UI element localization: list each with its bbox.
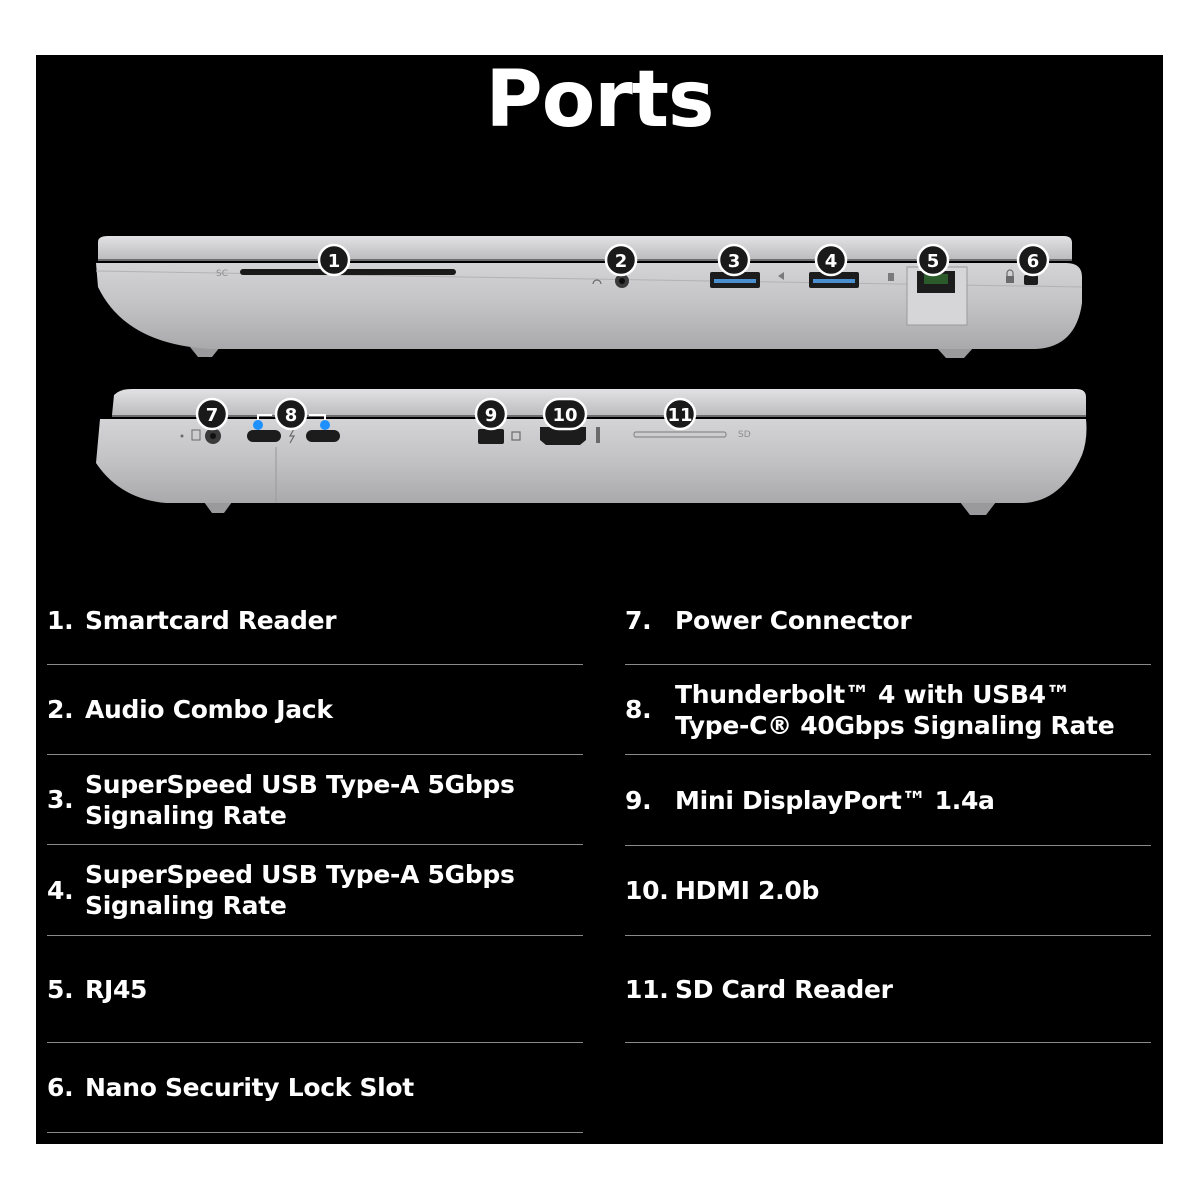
hdmi-port <box>540 427 586 445</box>
badge-11: 11 <box>663 397 697 431</box>
svg-text:9: 9 <box>485 405 498 426</box>
badge-2: 2 <box>604 243 638 277</box>
badge-6: 6 <box>1016 243 1050 277</box>
list-item: 10. HDMI 2.0b <box>625 846 1151 936</box>
item-number: 3. <box>47 785 74 814</box>
svg-text:4: 4 <box>825 251 838 272</box>
list-item: 2. Audio Combo Jack <box>47 665 583 755</box>
item-label: Nano Security Lock Slot <box>85 1073 414 1102</box>
item-label: Smartcard Reader <box>85 605 337 635</box>
network-icon <box>888 273 894 281</box>
item-label: Power Connector <box>675 605 912 635</box>
item-label: SuperSpeed USB Type-A 5Gbps Signaling Ra… <box>85 769 515 830</box>
thunderbolt-port <box>247 430 281 442</box>
svg-text:1: 1 <box>328 251 341 272</box>
svg-text:6: 6 <box>1027 251 1040 272</box>
item-number: 10. <box>625 876 669 905</box>
svg-text:2: 2 <box>615 251 628 272</box>
thunderbolt-port <box>306 430 340 442</box>
laptop-foot <box>204 502 232 513</box>
badge-9: 9 <box>474 397 508 431</box>
svg-text:8: 8 <box>285 405 298 426</box>
badge-4: 4 <box>814 243 848 277</box>
thunderbolt-indicator <box>320 420 330 430</box>
thunderbolt-indicator <box>253 420 263 430</box>
laptop-foot <box>960 502 996 515</box>
laptop-side-views: SC 1 <box>95 236 1087 515</box>
list-item: 7. Power Connector <box>625 576 1151 665</box>
power-icon <box>191 429 201 441</box>
laptop-foot <box>936 347 974 358</box>
item-number: 6. <box>47 1073 74 1102</box>
laptop-foot <box>190 347 220 357</box>
sd-slot <box>633 431 727 438</box>
displayport-icon <box>511 431 521 441</box>
svg-text:10: 10 <box>552 405 577 426</box>
item-label: Mini DisplayPort™ 1.4a <box>675 785 995 815</box>
laptop-base <box>96 419 1087 503</box>
item-number: 7. <box>625 605 652 635</box>
item-label: Thunderbolt™ 4 with USB4™ Type-C® 40Gbps… <box>675 679 1115 740</box>
list-item: 8. Thunderbolt™ 4 with USB4™ Type-C® 40G… <box>625 665 1151 755</box>
lock-icon <box>1006 276 1014 283</box>
laptop-lid <box>112 389 1086 415</box>
usb-icon <box>778 272 784 280</box>
list-item: 4. SuperSpeed USB Type-A 5Gbps Signaling… <box>47 845 583 936</box>
list-item: 1. Smartcard Reader <box>47 576 583 665</box>
mini-displayport <box>478 429 504 444</box>
item-number: 2. <box>47 695 74 724</box>
hdmi-marking <box>596 427 600 443</box>
list-item: 6. Nano Security Lock Slot <box>47 1043 583 1133</box>
item-number: 1. <box>47 605 74 635</box>
badge-3: 3 <box>717 243 751 277</box>
badge-1: 1 <box>317 243 351 277</box>
item-label: Audio Combo Jack <box>85 695 333 724</box>
thunderbolt-icon <box>288 428 296 444</box>
svg-text:7: 7 <box>206 405 219 426</box>
list-item: 5. RJ45 <box>47 936 583 1043</box>
badge-8: 8 <box>274 397 308 431</box>
smartcard-slot <box>240 269 456 275</box>
item-number: 8. <box>625 695 652 724</box>
item-number: 11. <box>625 974 669 1004</box>
item-label: HDMI 2.0b <box>675 876 820 905</box>
smartcard-marking: SC <box>216 269 228 279</box>
svg-text:11: 11 <box>667 405 692 426</box>
item-label: SuperSpeed USB Type-A 5Gbps Signaling Ra… <box>85 860 515 920</box>
list-item: 3. SuperSpeed USB Type-A 5Gbps Signaling… <box>47 755 583 845</box>
item-label: SD Card Reader <box>675 974 893 1004</box>
ports-panel: Ports SC <box>36 55 1163 1144</box>
item-number: 4. <box>47 875 74 905</box>
svg-text:3: 3 <box>728 251 741 272</box>
list-item: 11. SD Card Reader <box>625 936 1151 1043</box>
item-number: 5. <box>47 974 74 1004</box>
laptop-right-side: SC 1 <box>95 236 1083 358</box>
lock-slot <box>1024 275 1038 285</box>
sd-marking: SD <box>738 430 751 440</box>
item-number: 9. <box>625 785 652 815</box>
item-label: RJ45 <box>85 974 148 1004</box>
badge-7: 7 <box>195 397 229 431</box>
svg-text:5: 5 <box>927 251 940 272</box>
headphone-icon <box>592 279 602 285</box>
badge-5: 5 <box>916 243 950 277</box>
list-item: 9. Mini DisplayPort™ 1.4a <box>625 755 1151 846</box>
page-title: Ports <box>485 55 715 145</box>
badge-10: 10 <box>542 397 588 431</box>
laptop-left-side: SD 7 8 9 10 11 <box>96 389 1087 515</box>
